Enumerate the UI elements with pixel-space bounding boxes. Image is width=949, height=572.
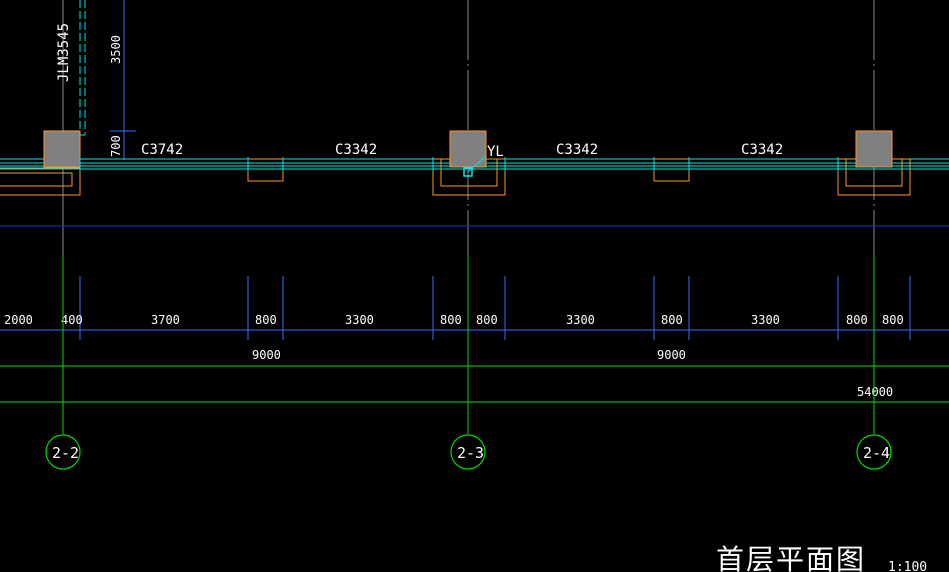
dimension-value: 800: [661, 313, 683, 327]
dimension-value: 800: [882, 313, 904, 327]
dimension-value: 800: [846, 313, 868, 327]
dimension-value: 3300: [566, 313, 595, 327]
dimension-value: 2000: [4, 313, 33, 327]
dimension-value: 9000: [252, 348, 281, 362]
axis-label: 2-2: [52, 444, 79, 462]
axis-label: 2-4: [863, 444, 890, 462]
axis-bubble-2-3[interactable]: 2-3: [450, 434, 486, 470]
dimension-value: 3300: [751, 313, 780, 327]
axis-bubble-2-2[interactable]: 2-2: [45, 434, 81, 470]
dimension-row-1: 2000 400 3700 800 3300 800 800 3300 800 …: [0, 276, 949, 340]
beam-marker-icon[interactable]: [463, 167, 473, 177]
dimension-total: 54000: [0, 385, 949, 408]
dimension-value: 400: [61, 313, 83, 327]
column-2-2[interactable]: [43, 130, 81, 168]
axis-bubble-2-4[interactable]: 2-4: [856, 434, 892, 470]
dimension-value: 3700: [151, 313, 180, 327]
axis-label: 2-3: [457, 444, 484, 462]
window-opening-lines: [79, 157, 839, 171]
door-height-value: 3500: [109, 35, 123, 64]
dimension-value: 3300: [345, 313, 374, 327]
column-2-3[interactable]: [449, 130, 487, 168]
dimension-value: 800: [476, 313, 498, 327]
window-label: C3342: [335, 142, 377, 158]
dimension-value: 800: [440, 313, 462, 327]
dimension-value: 800: [255, 313, 277, 327]
column-2-4[interactable]: [855, 130, 893, 168]
sill-height-value: 700: [109, 135, 123, 157]
window-label: C3342: [741, 142, 783, 158]
door-label: JLM3545: [56, 23, 72, 82]
dimension-value: 9000: [657, 348, 686, 362]
beam-leader-line: [467, 155, 487, 173]
beam-label: YL: [487, 144, 504, 160]
window-label: C3342: [556, 142, 598, 158]
window-label: C3742: [141, 142, 183, 158]
dimension-total-value: 54000: [857, 385, 893, 399]
drawing-scale: 1:100: [888, 560, 928, 572]
dimension-row-2: 9000 9000: [0, 348, 949, 372]
drawing-title: 首层平面图: [716, 543, 867, 572]
